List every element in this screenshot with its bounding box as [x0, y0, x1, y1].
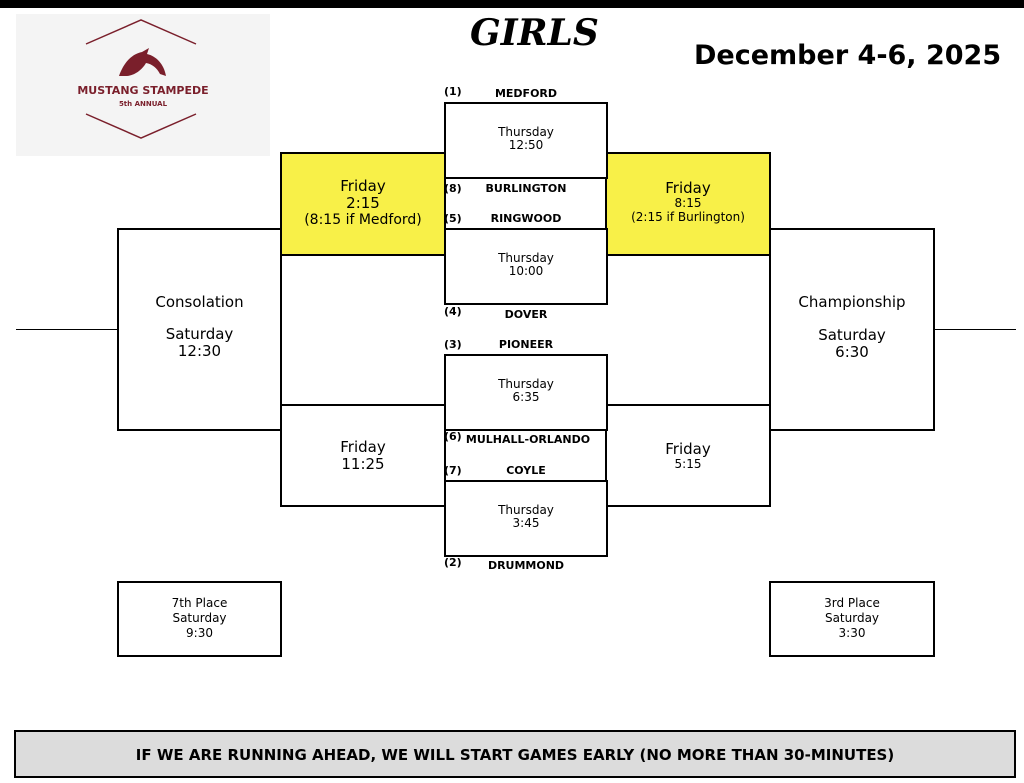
notice-banner: IF WE ARE RUNNING AHEAD, WE WILL START G… [14, 730, 1016, 778]
friday-semi-bottom: Friday 5:15 [605, 404, 771, 507]
team-seed: (5) [444, 212, 462, 225]
quarterfinal-4: Thursday 3:45 [444, 480, 608, 557]
friday-cons-top-time: 2:15 [346, 194, 380, 212]
team-name: COYLE [506, 464, 546, 477]
consolation-day: Saturday [165, 325, 234, 343]
top-bar [0, 0, 1024, 8]
friday-cons-bottom-time: 11:25 [341, 455, 385, 473]
team-name: BURLINGTON [485, 182, 567, 195]
consolation-time: 12:30 [177, 342, 222, 360]
team-seed: (7) [444, 464, 462, 477]
logo-name: MUSTANG STAMPEDE [77, 84, 209, 97]
logo-edition: 5th ANNUAL [118, 100, 168, 108]
logo: MUSTANG STAMPEDE 5th ANNUAL [16, 14, 270, 156]
qf3-time: 6:35 [512, 390, 540, 404]
seventh-time: 9:30 [186, 626, 213, 640]
qf4-time: 3:45 [512, 516, 540, 530]
left-connector-line [16, 329, 118, 330]
qf2-day: Thursday [498, 251, 554, 265]
team-seed: (8) [444, 182, 462, 195]
friday-semi-top-note: (2:15 if Burlington) [631, 210, 745, 224]
quarterfinal-2: Thursday 10:00 [444, 228, 608, 305]
team-name: MEDFORD [494, 87, 558, 100]
consolation-name: Consolation [155, 293, 244, 311]
team-name: RINGWOOD [490, 212, 562, 225]
qf2-time: 10:00 [508, 264, 544, 278]
team-name: DRUMMOND [487, 559, 565, 572]
third-time: 3:30 [838, 626, 866, 640]
third-place-box: 3rd Place Saturday 3:30 [769, 581, 935, 657]
consolation-box: Consolation Saturday 12:30 [117, 228, 282, 431]
team-seed: (6) [444, 430, 462, 443]
team-seed: (2) [444, 556, 462, 569]
third-name: 3rd Place [824, 596, 880, 610]
friday-semi-bottom-time: 5:15 [674, 457, 702, 471]
qf1-day: Thursday [498, 125, 554, 139]
notice-text: IF WE ARE RUNNING AHEAD, WE WILL START G… [135, 746, 895, 764]
friday-semi-top-time: 8:15 [674, 196, 702, 210]
team-seed: (3) [444, 338, 462, 351]
qf3-day: Thursday [498, 377, 554, 391]
team-name: MULHALL-ORLANDO [465, 433, 591, 446]
championship-time: 6:30 [835, 343, 869, 361]
championship-day: Saturday [818, 326, 886, 344]
seventh-name: 7th Place [171, 596, 228, 610]
friday-semi-bottom-day: Friday [665, 440, 711, 458]
page-title: GIRLS [470, 12, 599, 54]
event-date: December 4-6, 2025 [694, 40, 1002, 71]
logo-emblem [85, 19, 197, 139]
right-connector-line [933, 329, 1016, 330]
friday-semi-top-day: Friday [665, 179, 711, 197]
third-day: Saturday [824, 611, 880, 625]
friday-consolation-semi-bottom: Friday 11:25 [280, 404, 446, 507]
quarterfinal-3: Thursday 6:35 [444, 354, 608, 431]
qf4-day: Thursday [498, 503, 554, 517]
friday-cons-top-note: (8:15 if Medford) [304, 212, 422, 228]
qf1-time: 12:50 [508, 138, 544, 152]
team-name: DOVER [504, 308, 548, 321]
friday-semi-top: Friday 8:15 (2:15 if Burlington) [605, 152, 771, 256]
championship-box: Championship Saturday 6:30 [769, 228, 935, 431]
team-name: PIONEER [498, 338, 554, 351]
team-seed: (4) [444, 305, 462, 318]
championship-name: Championship [798, 293, 906, 311]
quarterfinal-1: Thursday 12:50 [444, 102, 608, 179]
seventh-day: Saturday [172, 611, 227, 625]
friday-cons-top-day: Friday [340, 177, 386, 195]
friday-cons-bottom-day: Friday [340, 438, 386, 456]
team-seed: (1) [444, 85, 462, 98]
friday-consolation-semi-top: Friday 2:15 (8:15 if Medford) [280, 152, 446, 256]
seventh-place-box: 7th Place Saturday 9:30 [117, 581, 282, 657]
